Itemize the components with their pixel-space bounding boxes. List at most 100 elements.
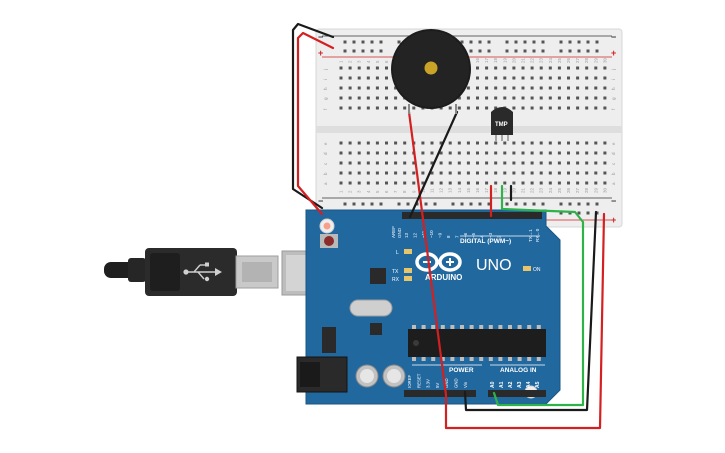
wire-arduino-ground[interactable] (463, 210, 598, 412)
breadboard-hole[interactable] (466, 171, 470, 175)
rail-hole[interactable] (532, 40, 536, 44)
breadboard-hole[interactable] (539, 151, 543, 155)
breadboard-hole[interactable] (521, 106, 525, 110)
breadboard-hole[interactable] (512, 106, 516, 110)
breadboard-hole[interactable] (576, 141, 580, 145)
breadboard-hole[interactable] (375, 106, 379, 110)
breadboard-hole[interactable] (594, 66, 598, 70)
breadboard-hole[interactable] (366, 86, 370, 90)
breadboard-hole[interactable] (494, 66, 498, 70)
breadboard-hole[interactable] (385, 106, 388, 110)
breadboard-hole[interactable] (439, 106, 443, 110)
breadboard-hole[interactable] (366, 151, 370, 155)
breadboard-hole[interactable] (375, 66, 379, 70)
breadboard-hole[interactable] (375, 76, 379, 80)
rail-hole[interactable] (406, 202, 410, 206)
breadboard-hole[interactable] (339, 181, 343, 185)
breadboard-hole[interactable] (603, 106, 607, 110)
breadboard-hole[interactable] (430, 181, 434, 185)
breadboard-hole[interactable] (576, 96, 580, 100)
breadboard-hole[interactable] (439, 141, 443, 145)
breadboard-hole[interactable] (485, 141, 489, 145)
breadboard-hole[interactable] (394, 141, 398, 145)
temperature-sensor[interactable]: TMP (491, 107, 513, 141)
breadboard-hole[interactable] (530, 151, 534, 155)
breadboard-hole[interactable] (485, 86, 489, 90)
breadboard-hole[interactable] (385, 171, 388, 175)
breadboard-hole[interactable] (412, 161, 416, 165)
breadboard-hole[interactable] (357, 151, 361, 155)
rail-hole[interactable] (532, 49, 536, 53)
breadboard-hole[interactable] (339, 76, 343, 80)
breadboard-hole[interactable] (576, 76, 580, 80)
breadboard-hole[interactable] (530, 141, 534, 145)
breadboard-hole[interactable] (557, 106, 561, 110)
breadboard-hole[interactable] (548, 106, 552, 110)
breadboard-hole[interactable] (457, 151, 461, 155)
breadboard-hole[interactable] (567, 151, 570, 155)
breadboard-hole[interactable] (548, 76, 552, 80)
breadboard-hole[interactable] (567, 76, 570, 80)
breadboard-hole[interactable] (457, 181, 461, 185)
breadboard-hole[interactable] (476, 171, 479, 175)
breadboard-hole[interactable] (576, 181, 580, 185)
breadboard-hole[interactable] (603, 96, 607, 100)
breadboard-hole[interactable] (476, 96, 479, 100)
breadboard-hole[interactable] (494, 96, 498, 100)
breadboard-hole[interactable] (530, 171, 534, 175)
breadboard-hole[interactable] (485, 106, 489, 110)
breadboard-hole[interactable] (585, 66, 589, 70)
breadboard-hole[interactable] (530, 76, 534, 80)
breadboard-hole[interactable] (503, 171, 507, 175)
breadboard-hole[interactable] (494, 76, 498, 80)
wire-left-rail-ground[interactable] (291, 22, 335, 210)
breadboard-hole[interactable] (385, 86, 388, 90)
breadboard-hole[interactable] (357, 171, 361, 175)
rail-hole[interactable] (478, 40, 482, 44)
breadboard-hole[interactable] (412, 171, 416, 175)
breadboard-hole[interactable] (476, 181, 479, 185)
breadboard-hole[interactable] (512, 151, 516, 155)
breadboard-hole[interactable] (521, 171, 525, 175)
breadboard-hole[interactable] (594, 96, 598, 100)
breadboard-hole[interactable] (603, 161, 607, 165)
breadboard-hole[interactable] (567, 181, 570, 185)
breadboard-hole[interactable] (521, 181, 525, 185)
breadboard-hole[interactable] (512, 66, 516, 70)
rail-hole[interactable] (541, 49, 545, 53)
rail-hole[interactable] (487, 40, 491, 44)
breadboard-hole[interactable] (385, 141, 388, 145)
rail-hole[interactable] (586, 211, 590, 215)
breadboard-hole[interactable] (385, 151, 388, 155)
breadboard-hole[interactable] (385, 181, 388, 185)
rail-hole[interactable] (379, 202, 383, 206)
rail-hole[interactable] (577, 49, 581, 53)
breadboard-hole[interactable] (503, 161, 507, 165)
breadboard-hole[interactable] (521, 86, 525, 90)
breadboard-hole[interactable] (567, 141, 570, 145)
breadboard-hole[interactable] (366, 76, 370, 80)
breadboard-hole[interactable] (494, 151, 498, 155)
breadboard-hole[interactable] (539, 181, 543, 185)
breadboard-hole[interactable] (494, 86, 498, 90)
rail-hole[interactable] (586, 40, 590, 44)
rail-hole[interactable] (424, 202, 428, 206)
breadboard-hole[interactable] (603, 66, 607, 70)
rail-hole[interactable] (361, 202, 365, 206)
breadboard-hole[interactable] (548, 161, 552, 165)
rail-hole[interactable] (451, 202, 455, 206)
rail-hole[interactable] (505, 49, 509, 53)
breadboard-hole[interactable] (339, 151, 343, 155)
breadboard-hole[interactable] (394, 161, 398, 165)
breadboard-hole[interactable] (403, 161, 407, 165)
breadboard-hole[interactable] (448, 106, 452, 110)
breadboard-hole[interactable] (567, 161, 570, 165)
breadboard-hole[interactable] (503, 151, 507, 155)
breadboard-hole[interactable] (530, 161, 534, 165)
breadboard-hole[interactable] (530, 106, 534, 110)
breadboard-hole[interactable] (466, 86, 470, 90)
breadboard-hole[interactable] (594, 181, 598, 185)
breadboard-hole[interactable] (457, 161, 461, 165)
breadboard-hole[interactable] (394, 181, 398, 185)
breadboard-hole[interactable] (375, 171, 379, 175)
